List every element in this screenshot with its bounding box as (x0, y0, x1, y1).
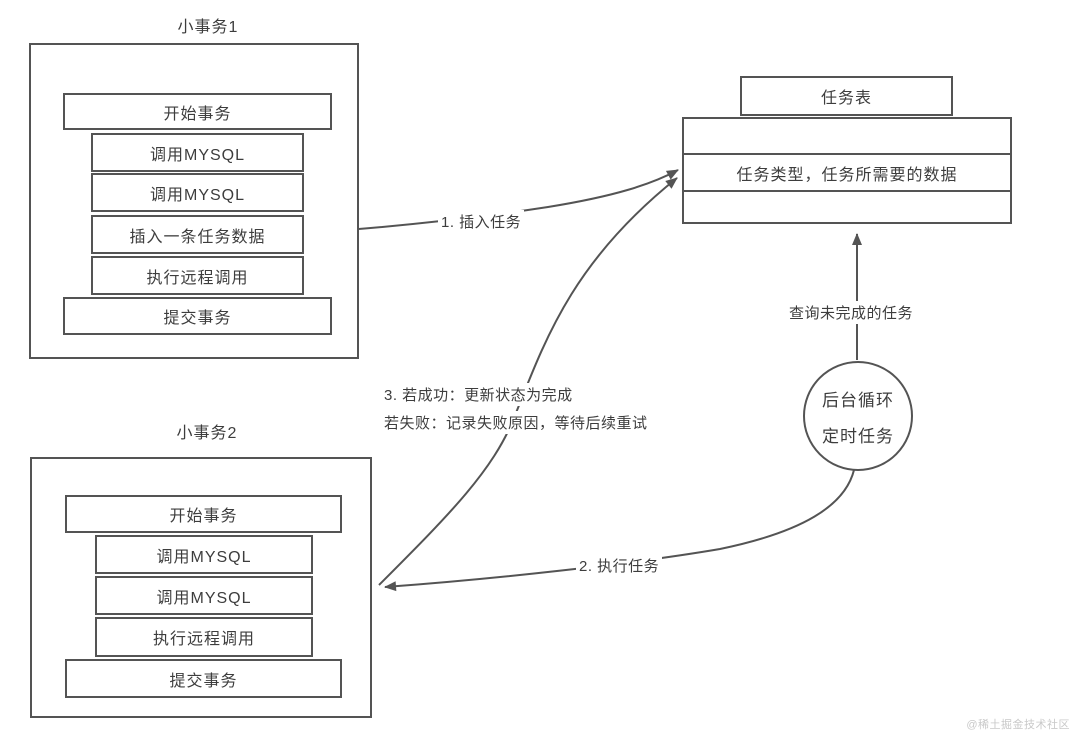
t1-step-call-mysql-2: 调用MYSQL (91, 173, 304, 212)
result-failure-label: 若失败：记录失败原因，等待后续重试 (381, 411, 651, 434)
t1-step-begin-transaction: 开始事务 (63, 93, 332, 130)
scheduler-line1: 后台循环 (822, 390, 894, 410)
insert-task-label: 1. 插入任务 (438, 210, 525, 233)
scheduler-line2: 定时任务 (822, 426, 894, 446)
t1-step-commit-transaction: 提交事务 (63, 297, 332, 335)
task-table-row-top (684, 119, 1010, 153)
t2-step-call-mysql-1: 调用MYSQL (95, 535, 313, 574)
transaction2-title: 小事务2 (176, 425, 238, 442)
t1-step-call-mysql-1: 调用MYSQL (91, 133, 304, 172)
t2-step-remote-call: 执行远程调用 (95, 617, 313, 657)
query-pending-label: 查询未完成的任务 (786, 301, 917, 324)
t2-step-begin-transaction: 开始事务 (65, 495, 342, 533)
task-table: 任务类型，任务所需要的数据 (682, 117, 1012, 224)
t1-step-insert-task-record: 插入一条任务数据 (91, 215, 304, 254)
t2-step-call-mysql-2: 调用MYSQL (95, 576, 313, 615)
execute-task-label: 2. 执行任务 (576, 554, 663, 577)
result-success-label: 3. 若成功：更新状态为完成 (381, 383, 576, 406)
watermark: @稀土掘金技术社区 (966, 719, 1070, 731)
task-table-title: 任务表 (740, 76, 953, 116)
task-table-row-bottom (684, 190, 1010, 222)
t2-step-commit-transaction: 提交事务 (65, 659, 342, 698)
update-status-arrow (378, 177, 678, 586)
background-scheduler-circle: 后台循环 定时任务 (803, 361, 913, 471)
task-table-row-columns: 任务类型，任务所需要的数据 (684, 153, 1010, 190)
t1-step-remote-call: 执行远程调用 (91, 256, 304, 295)
transaction1-title: 小事务1 (177, 19, 239, 36)
